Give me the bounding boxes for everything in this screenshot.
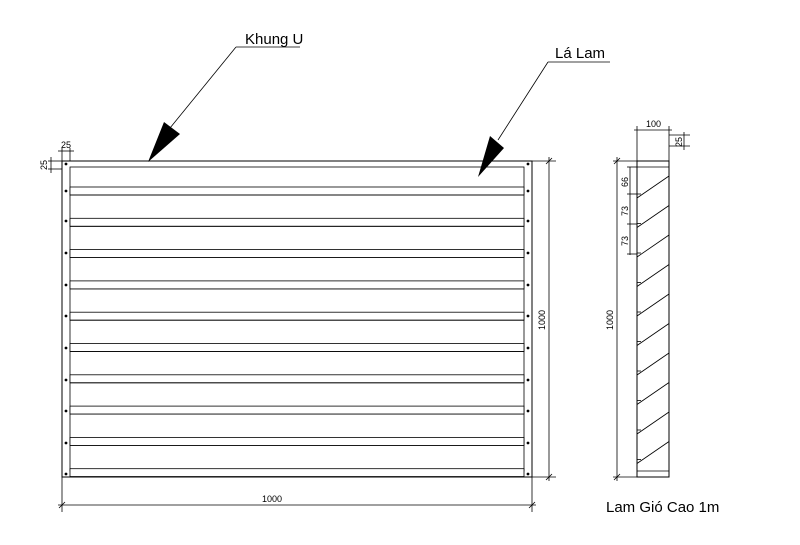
slat-callout: Lá Lam (478, 45, 610, 177)
mounting-hole-7-left (64, 346, 68, 350)
mounting-hole-8-left (64, 378, 68, 382)
mounting-hole-2-right (526, 189, 530, 193)
slat-1 (69, 186, 525, 196)
mounting-hole-6-left (64, 314, 68, 318)
side-slat-group (636, 175, 670, 464)
side-slat-4 (636, 264, 670, 287)
mounting-hole-9-right (526, 409, 530, 413)
width-dim: 1000 (262, 494, 282, 504)
side-slat-10 (636, 441, 670, 464)
mounting-hole-2-left (64, 189, 68, 193)
slat-10 (69, 468, 525, 478)
height-dimension: 1000 (532, 157, 556, 481)
pitch-dim-1: 66 (620, 177, 630, 187)
mounting-hole-1-right (526, 162, 530, 166)
width-dimension: 1000 (58, 477, 536, 512)
mounting-hole-1-left (64, 162, 68, 166)
slat-label: Lá Lam (555, 45, 605, 62)
side-tick-group (637, 193, 641, 460)
frame-width-dim: 25 (61, 140, 71, 150)
side-height-dimension: 1000 (605, 157, 637, 481)
mounting-hole-5-right (526, 283, 530, 287)
pitch-dim-3: 73 (620, 236, 630, 246)
frame-label: Khung U (245, 31, 303, 48)
mounting-hole-3-left (64, 219, 68, 223)
slat-2 (69, 217, 525, 227)
front-view: 25 25 1000 1000 (39, 140, 556, 512)
mounting-hole-3-right (526, 219, 530, 223)
slat-3 (69, 249, 525, 259)
mounting-hole-8-right (526, 378, 530, 382)
side-slat-7 (636, 352, 670, 376)
mounting-hole-10-right (526, 441, 530, 445)
frame-corner-dims: 25 25 (39, 140, 74, 173)
drawing-title: Lam Gió Cao 1m (606, 499, 719, 516)
mounting-hole-11-left (64, 472, 68, 476)
mounting-hole-4-left (64, 251, 68, 255)
height-dim: 1000 (537, 310, 547, 330)
side-frame (636, 160, 670, 478)
mounting-hole-6-right (526, 314, 530, 318)
frame-callout: Khung U (148, 31, 303, 162)
slat-8 (69, 405, 525, 415)
side-slat-6 (636, 323, 670, 346)
slat-9 (69, 436, 525, 446)
mounting-hole-4-right (526, 251, 530, 255)
mounting-hole-5-left (64, 283, 68, 287)
pitch-dim-2: 73 (620, 206, 630, 216)
slat-7 (69, 374, 525, 384)
pitch-dimensions: 66 73 73 (620, 166, 637, 255)
hole-group (64, 162, 530, 476)
side-top-dim: 25 (674, 137, 684, 147)
mounting-hole-9-left (64, 409, 68, 413)
frame-height-dim: 25 (39, 160, 49, 170)
mounting-hole-10-left (64, 441, 68, 445)
side-slat-2 (636, 205, 670, 228)
mounting-hole-7-right (526, 346, 530, 350)
side-height-dim: 1000 (605, 310, 615, 330)
side-slat-9 (636, 411, 670, 435)
slat-4 (69, 280, 525, 290)
side-slat-5 (636, 293, 670, 317)
slat-group (69, 186, 525, 478)
slat-6 (69, 343, 525, 352)
side-slat-1 (636, 175, 670, 199)
side-depth-dim: 100 (646, 119, 661, 129)
side-view: 100 25 66 73 73 1000 (605, 119, 690, 481)
slat-5 (69, 311, 525, 321)
mounting-hole-11-right (526, 472, 530, 476)
side-slat-8 (636, 382, 670, 405)
side-slat-3 (636, 234, 670, 258)
